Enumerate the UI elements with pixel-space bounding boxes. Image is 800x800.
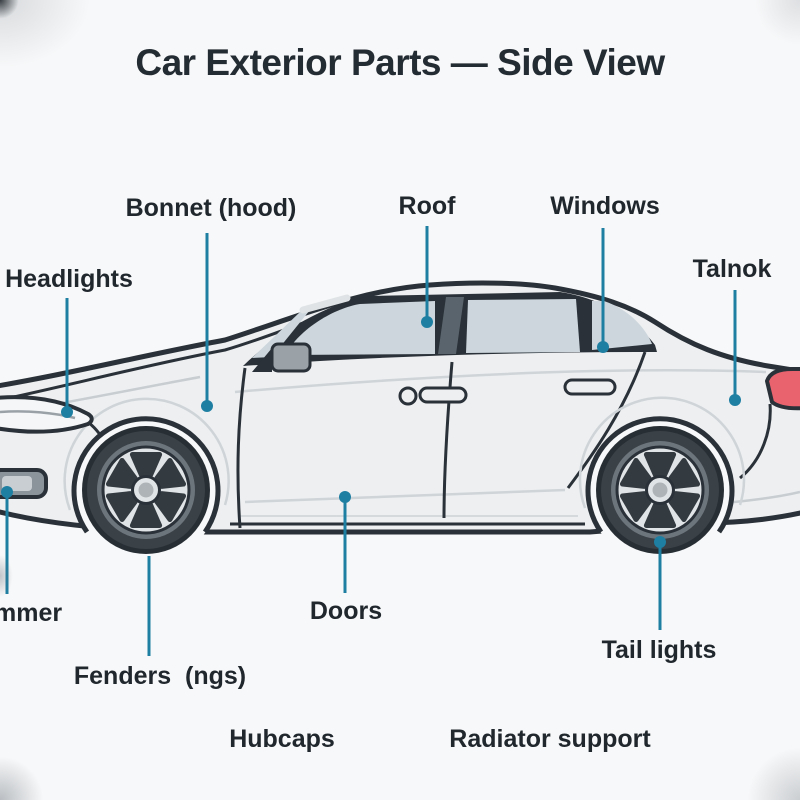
- diagram-title: Car Exterior Parts — Side View: [135, 42, 665, 83]
- rear-wheel: [596, 426, 724, 554]
- label-bumper-cut: mmer: [0, 599, 63, 627]
- leader-dot-doors: [339, 491, 351, 503]
- label-bonnet: Bonnet (hood): [125, 194, 297, 222]
- tail-light: [765, 367, 800, 411]
- label-headlights: Headlights: [5, 265, 133, 293]
- leader-dot-headlights: [61, 406, 73, 418]
- front-door-handle: [418, 386, 468, 404]
- rear-door-handle: [563, 378, 617, 396]
- label-tail-lights: Tail lights: [601, 636, 717, 664]
- leader-dot-windows: [597, 341, 609, 353]
- label-doors: Doors: [309, 597, 383, 625]
- label-hubcaps: Hubcaps: [229, 725, 335, 753]
- label-windows: Windows: [550, 192, 660, 220]
- label-radiator-support: Radiator support: [449, 725, 651, 753]
- rear-door-window: [466, 299, 580, 353]
- leader-dot-tail-lights: [654, 536, 666, 548]
- leader-dot-bonnet: [201, 400, 213, 412]
- label-roof: Roof: [398, 192, 456, 220]
- label-fenders: Fenders (ngs): [73, 662, 247, 690]
- front-door-keyhole: [398, 386, 418, 406]
- label-talnok: Talnok: [692, 255, 772, 283]
- leader-dot-bumper: [1, 486, 13, 498]
- leader-dot-talnok: [729, 394, 741, 406]
- front-wheel: [82, 426, 210, 554]
- leader-dot-roof: [421, 316, 433, 328]
- side-mirror: [270, 342, 312, 373]
